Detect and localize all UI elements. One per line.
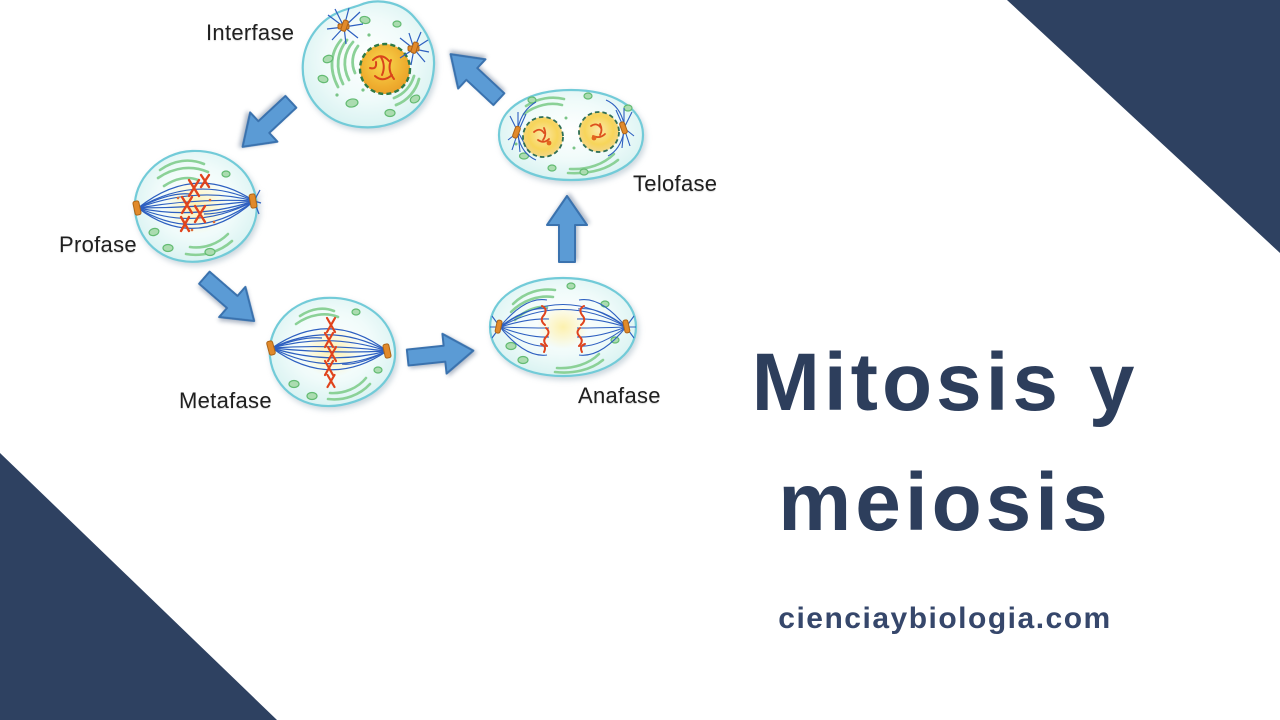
profase-cell-illustration: [130, 148, 262, 268]
flow-arrow-profase-to-metafase-icon: [188, 260, 271, 341]
interfase-cell-icon: [301, 0, 436, 129]
anafase-cell-icon: [488, 276, 638, 378]
flow-arrow-telofase-to-interfase-icon: [433, 35, 516, 116]
metafase-cell-icon: [266, 296, 397, 408]
website-url: cienciaybiologia.com: [778, 602, 1112, 635]
corner-triangle-top-right: [1007, 0, 1280, 253]
flow-arrow-anafase-to-telofase-icon: [544, 191, 590, 265]
stage-label-metafase: Metafase: [179, 388, 272, 413]
main-title-line-2: meiosis: [778, 457, 1112, 548]
metafase-cell-illustration: [266, 296, 399, 410]
interfase-cell-illustration: [297, 0, 443, 134]
stage-label-profase: Profase: [59, 232, 137, 257]
stage-label-interfase: Interfase: [206, 20, 295, 45]
main-title-line-1: Mitosis y: [751, 337, 1139, 428]
stage-label-anafase: Anafase: [578, 383, 661, 408]
telofase-cell-illustration: [496, 88, 646, 182]
page-title: Mitosis y meiosis: [710, 323, 1180, 563]
corner-triangle-bottom-left: [0, 453, 277, 720]
flow-arrow-interfase-to-profase-icon: [225, 84, 308, 165]
profase-cell-icon: [132, 149, 262, 263]
stage-label-telofase: Telofase: [633, 171, 718, 196]
flow-arrow-metafase-to-anafase-icon: [402, 327, 481, 381]
telofase-cell-icon: [497, 88, 645, 182]
anafase-cell-illustration: [487, 276, 639, 378]
